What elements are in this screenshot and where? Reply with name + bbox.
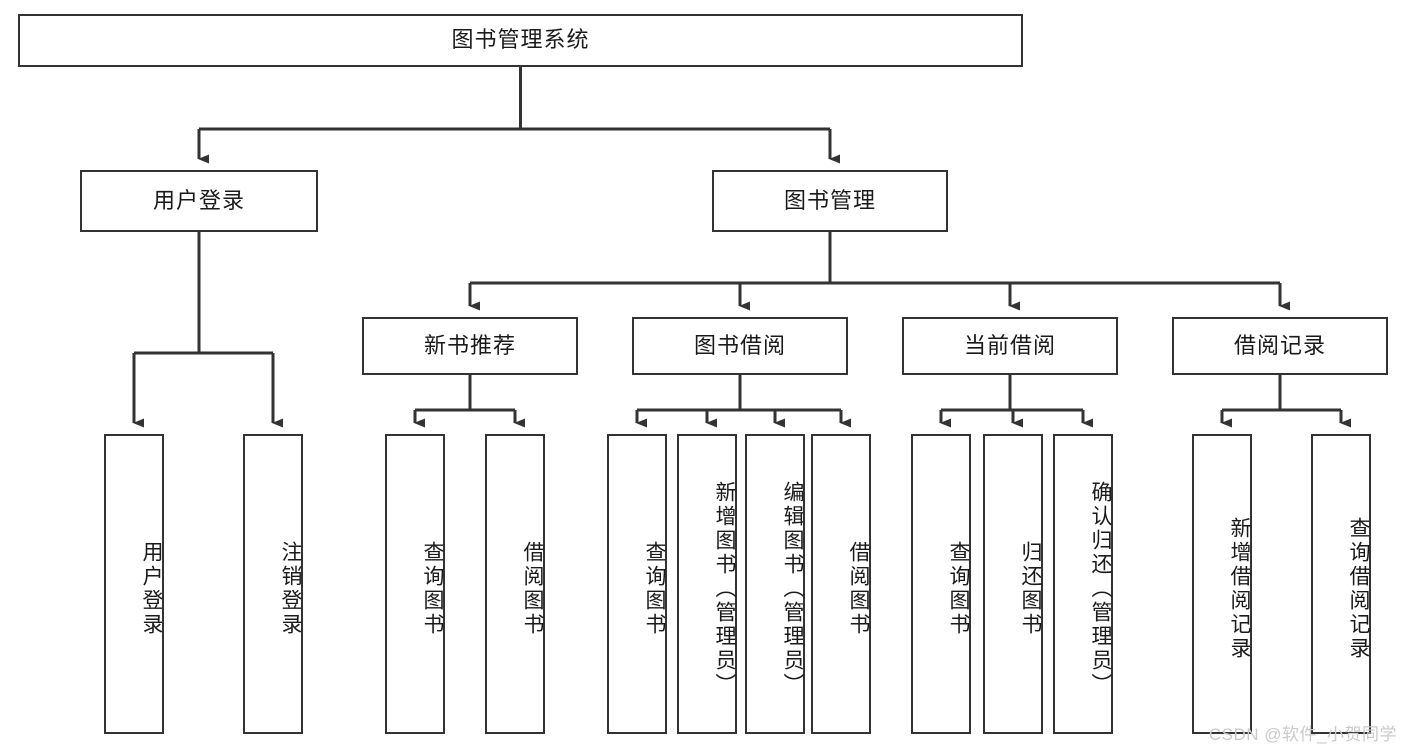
node-leaf-logout[interactable]: 注销登录 [243, 434, 303, 734]
node-label: 归还图书 [1019, 541, 1042, 637]
node-leaf-query-book-1[interactable]: 查询图书 [385, 434, 445, 734]
node-leaf-borrow-book-1[interactable]: 借阅图书 [485, 434, 545, 734]
node-leaf-confirm-return[interactable]: 确认归还（管理员） [1053, 434, 1113, 734]
node-label: 用户登录 [140, 541, 163, 637]
node-label: 用户登录 [152, 187, 245, 213]
node-leaf-query-record[interactable]: 查询借阅记录 [1311, 434, 1371, 734]
node-l3-new-book-rec[interactable]: 新书推荐 [362, 317, 578, 375]
node-label: 编辑图书（管理员） [781, 481, 804, 697]
node-label: 新增借阅记录 [1228, 517, 1251, 661]
node-leaf-borrow-book-2[interactable]: 借阅图书 [811, 434, 871, 734]
node-label: 新增图书（管理员） [713, 481, 736, 697]
csdn-watermark: CSDN @软件_小贺同学 [1208, 725, 1397, 744]
node-l2-user-login[interactable]: 用户登录 [80, 170, 318, 232]
node-label: 新书推荐 [423, 332, 516, 358]
node-leaf-return-book[interactable]: 归还图书 [983, 434, 1043, 734]
node-l3-borrow-record[interactable]: 借阅记录 [1172, 317, 1388, 375]
node-label: 查询图书 [421, 541, 444, 637]
node-l2-book-manage[interactable]: 图书管理 [712, 170, 948, 232]
node-leaf-query-book-2[interactable]: 查询图书 [607, 434, 667, 734]
node-label: 查询图书 [643, 541, 666, 637]
node-leaf-edit-book[interactable]: 编辑图书（管理员） [745, 434, 805, 734]
node-l3-current-borrow[interactable]: 当前借阅 [902, 317, 1118, 375]
node-root[interactable]: 图书管理系统 [18, 14, 1023, 67]
node-label: 查询借阅记录 [1347, 517, 1370, 661]
node-label: 当前借阅 [963, 332, 1056, 358]
node-leaf-user-login[interactable]: 用户登录 [104, 434, 164, 734]
node-leaf-add-record[interactable]: 新增借阅记录 [1192, 434, 1252, 734]
node-label: 注销登录 [279, 541, 302, 637]
node-label: 查询图书 [947, 541, 970, 637]
node-label: 图书管理系统 [451, 27, 590, 53]
node-label: 确认归还（管理员） [1089, 481, 1112, 697]
node-label: 借阅图书 [847, 541, 870, 637]
node-leaf-add-book[interactable]: 新增图书（管理员） [677, 434, 737, 734]
node-label: 借阅记录 [1233, 332, 1326, 358]
node-label: 借阅图书 [521, 541, 544, 637]
node-label: 图书管理 [783, 187, 876, 213]
node-l3-book-borrow[interactable]: 图书借阅 [632, 317, 848, 375]
node-label: 图书借阅 [693, 332, 786, 358]
node-leaf-query-book-3[interactable]: 查询图书 [911, 434, 971, 734]
